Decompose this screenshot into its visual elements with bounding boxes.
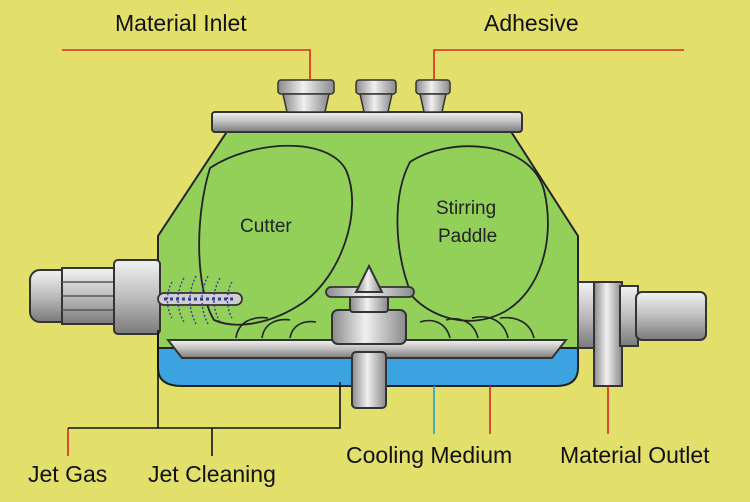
adhesive-inlet-port xyxy=(415,79,451,113)
adhesive-leader xyxy=(433,49,684,80)
label-jet-cleaning: Jet Cleaning xyxy=(148,461,276,487)
hub-cap xyxy=(354,263,384,293)
hub-base xyxy=(331,309,407,345)
middle-inlet-port xyxy=(355,79,397,113)
jet-spray xyxy=(166,275,233,325)
label-adhesive: Adhesive xyxy=(484,10,579,36)
label-cutter: Cutter xyxy=(240,216,292,237)
leader-lines xyxy=(62,49,684,456)
jet-cleaning-leader-right xyxy=(158,382,341,429)
label-jet-gas: Jet Gas xyxy=(28,461,107,487)
label-cooling-medium: Cooling Medium xyxy=(346,442,512,468)
lid-plate xyxy=(211,111,523,133)
label-paddle: Paddle xyxy=(438,226,497,247)
material-inlet-port xyxy=(277,79,335,113)
label-material-inlet: Material Inlet xyxy=(115,10,247,36)
label-stirring: Stirring xyxy=(436,198,496,219)
central-shaft xyxy=(351,351,387,409)
material-outlet-assembly xyxy=(577,281,707,387)
label-material-outlet: Material Outlet xyxy=(560,442,710,468)
stirring-paddle-rotation-path xyxy=(396,145,549,322)
left-motor xyxy=(29,259,161,335)
jet-cleaning-leader xyxy=(68,330,159,429)
flow-arcs xyxy=(235,316,535,339)
material-inlet-leader xyxy=(62,49,311,80)
cutter-blade xyxy=(157,292,243,306)
stirring-disc xyxy=(165,339,569,359)
cutter-rotation-path xyxy=(198,144,354,326)
